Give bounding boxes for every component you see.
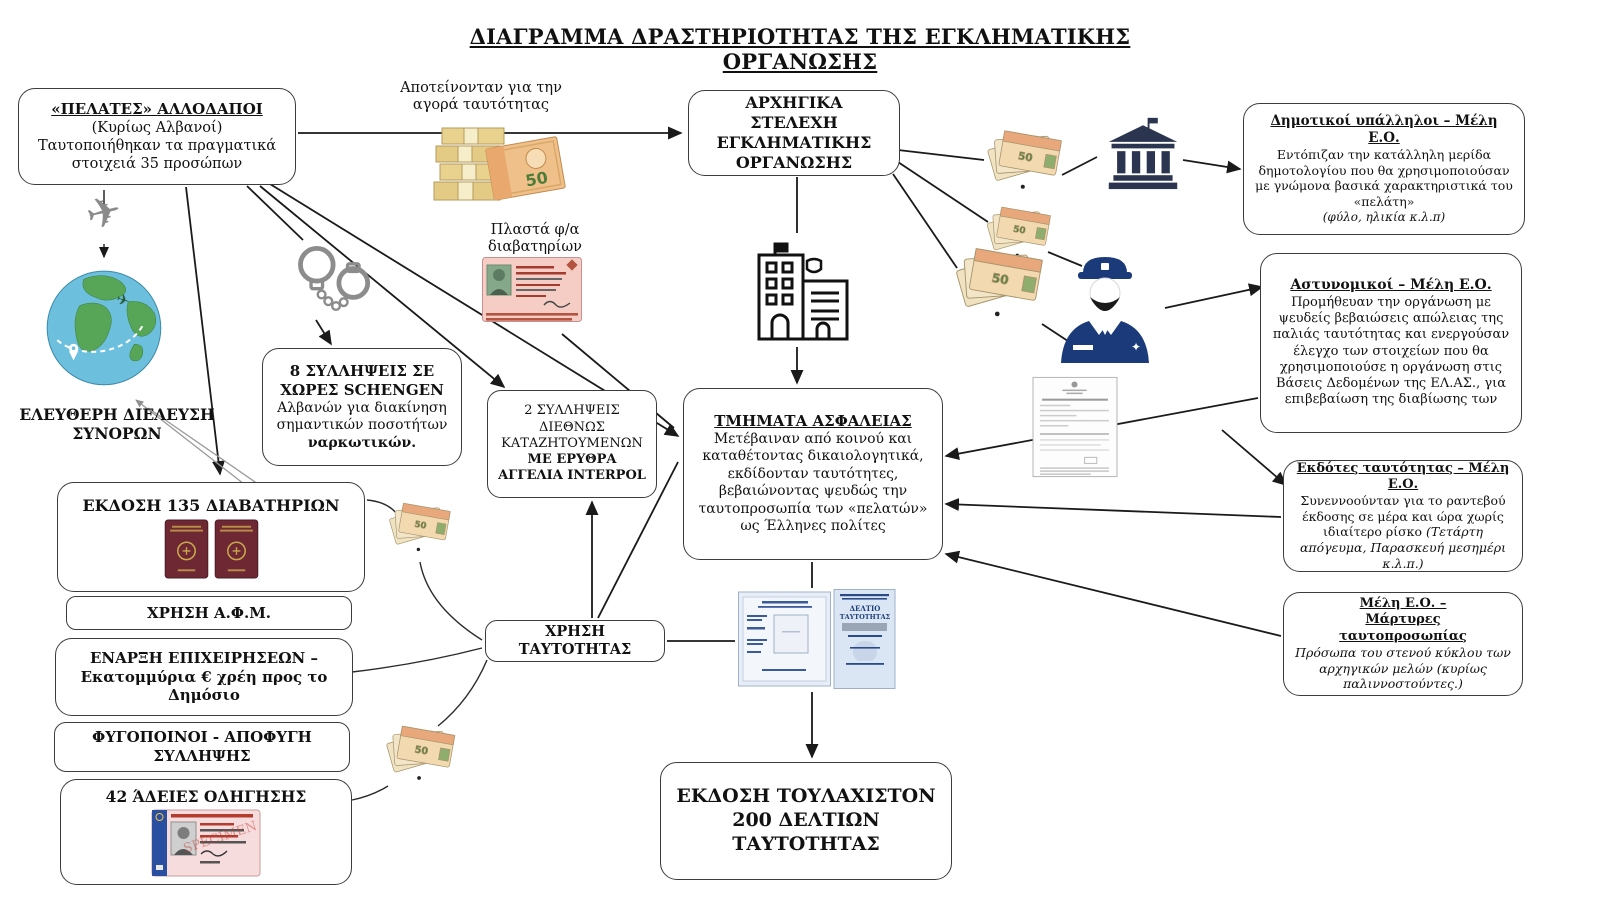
buy-identity-label: Αποτείνονταν για την αγορά ταυτότητας xyxy=(400,80,562,114)
schengen-text: Αλβανών για διακίνηση σημαντικών ποσοτήτ… xyxy=(273,400,451,453)
police-station-icon xyxy=(757,242,849,341)
clients-sub: (Κυρίως Αλβανοί) xyxy=(91,119,223,136)
police-body: Προμήθευαν την οργάνωση με ψευδείς βεβαι… xyxy=(1272,294,1510,408)
municipal-note: (φύλο, ηλικία κ.λ.π) xyxy=(1322,209,1446,224)
svg-text:ΤΑΥΤΟΤΗΤΑΣ: ΤΑΥΤΟΤΗΤΑΣ xyxy=(840,613,891,621)
municipal-body: Εντόπιζαν την κατάλληλη μερίδα δημοτολογ… xyxy=(1255,147,1513,209)
money-fan-icon: 50 xyxy=(956,248,1043,317)
money-stack-icon: 50 xyxy=(433,127,566,201)
id-issuers-box: Εκδότες ταυτότητας – Μέλη Ε.Ο. Συνεννοού… xyxy=(1283,460,1523,572)
schengen-bold: ναρκωτικών. xyxy=(307,434,417,451)
svg-text:50: 50 xyxy=(524,168,549,191)
money-fan-icon: 50 xyxy=(389,502,451,552)
svg-text:50: 50 xyxy=(991,271,1010,288)
issuers-text: Συνεννοούνταν για το ραντεβού έκδοσης σε… xyxy=(1294,493,1512,571)
witnesses-box: Μέλη Ε.Ο. – Μάρτυρες ταυτοπροσωπίας Πρόσ… xyxy=(1283,592,1523,696)
clients-box: «ΠΕΛΑΤΕΣ» ΑΛΛΟΔΑΠΟΙ (Κυρίως Αλβανοί) Ταυ… xyxy=(18,88,296,185)
schengen-arrests-box: 8 ΣΥΛΛΗΨΕΙΣ ΣΕ ΧΩΡΕΣ SCHENGEN Αλβανών γι… xyxy=(262,348,462,466)
bank-building-icon xyxy=(1108,117,1178,190)
document-form-icon xyxy=(1032,376,1118,478)
municipal-employees-box: Δημοτικοί υπάλληλοι – Μέλη Ε.Ο. Εντόπιζα… xyxy=(1243,103,1525,235)
interpol-bold: ΜΕ ΕΡΥΘΡΑ ΑΓΓΕΛΙΑ INTERPOL xyxy=(498,452,646,484)
passport-icon xyxy=(214,518,258,579)
svg-text:ΔΕΛΤΙΟ: ΔΕΛΤΙΟ xyxy=(850,604,881,613)
svg-text:50: 50 xyxy=(414,744,429,757)
svg-text:50: 50 xyxy=(414,520,428,532)
fake-copies-label: Πλαστά φ/α διαβατηρίων xyxy=(488,222,582,256)
driving-license-icon: SPECIMEN xyxy=(151,809,261,877)
svg-text:✦: ✦ xyxy=(1131,340,1141,354)
municipal-title: Δημοτικοί υπάλληλοι – Μέλη Ε.Ο. xyxy=(1270,113,1498,147)
security-title: ΤΜΗΜΑΤΑ ΑΣΦΑΛΕΙΑΣ xyxy=(714,412,912,431)
svg-text:50: 50 xyxy=(1017,150,1033,164)
free-border-crossing-label: ΕΛΕΥΘΕΡΗ ΔΙΕΛΕΥΣΗ ΣΥΝΟΡΩΝ xyxy=(19,405,215,443)
fugitives-box: ΦΥΓΟΠΟΙΝΟΙ - ΑΠΟΦΥΓΗ ΣΥΛΛΗΨΗΣ xyxy=(54,722,350,772)
clients-body: Ταυτοποιήθηκαν τα πραγματικά στοιχειά 35… xyxy=(37,137,277,172)
police-members-box: Αστυνομικοί – Μέλη Ε.Ο. Προμήθευαν την ο… xyxy=(1260,253,1522,433)
witnesses-title: Μέλη Ε.Ο. – Μάρτυρες ταυτοπροσωπίας xyxy=(1339,596,1467,644)
page-title: ΔΙΑΓΡΑΜΜΑ ΔΡΑΣΤΗΡΙΟΤΗΤΑΣ ΤΗΣ ΕΓΚΛΗΜΑΤΙΚΗ… xyxy=(469,24,1131,74)
id-use-box: ΧΡΗΣΗ ΤΑΥΤΟΤΗΤΑΣ xyxy=(485,620,665,662)
licenses-title: 42 ΆΔΕΙΕΣ ΟΔΗΓΗΣΗΣ xyxy=(105,787,307,807)
interpol-body: 2 ΣΥΛΛΗΨΕΙΣ ΔΙΕΘΝΩΣ ΚΑΤΑΖΗΤΟΥΜΕΝΩΝ xyxy=(501,403,643,451)
blue-id-card-icon: ΔΕΛΤΙΟ ΤΑΥΤΟΤΗΤΑΣ xyxy=(738,589,896,689)
issuers-note: (Τετάρτη απόγευμα, Παρασκευή μεσημέρι κ.… xyxy=(1299,524,1507,571)
issuers-body: Συνεννοούνταν για το ραντεβού έκδοσης σε… xyxy=(1300,493,1506,540)
afm-box: ΧΡΗΣΗ Α.Φ.Μ. xyxy=(66,596,352,630)
security-body: Μετέβαιναν από κοινού και καταθέτοντας δ… xyxy=(698,430,928,535)
money-fan-icon: 50 xyxy=(987,130,1062,189)
svg-text:✈: ✈ xyxy=(114,290,132,311)
interpol-text: 2 ΣΥΛΛΗΨΕΙΣ ΔΙΕΘΝΩΣ ΚΑΤΑΖΗΤΟΥΜΕΝΩΝ ΜΕ ΕΡ… xyxy=(498,403,646,484)
money-fan-icon: 50 xyxy=(386,725,456,780)
issuers-title: Εκδότες ταυτότητας – Μέλη Ε.Ο. xyxy=(1296,460,1510,492)
driving-licenses-box: 42 ΆΔΕΙΕΣ ΟΔΗΓΗΣΗΣ SPECIMEN xyxy=(60,779,352,885)
passport-icon xyxy=(164,518,208,579)
interpol-arrests-box: 2 ΣΥΛΛΗΨΕΙΣ ΔΙΕΘΝΩΣ ΚΑΤΑΖΗΤΟΥΜΕΝΩΝ ΜΕ ΕΡ… xyxy=(487,390,657,498)
schengen-body: Αλβανών για διακίνηση σημαντικών ποσοτήτ… xyxy=(276,399,448,434)
globe-icon: ✈ xyxy=(46,270,162,386)
passports-title: ΕΚΔΟΣΗ 135 ΔΙΑΒΑΤΗΡΙΩΝ xyxy=(82,495,340,515)
security-departments-box: ΤΜΗΜΑΤΑ ΑΣΦΑΛΕΙΑΣ Μετέβαιναν από κοινού … xyxy=(683,388,943,560)
leaders-box: ΑΡΧΗΓΙΚΑ ΣΤΕΛΕΧΗ ΕΓΚΛΗΜΑΤΙΚΗΣ ΟΡΓΑΝΩΣΗΣ xyxy=(688,90,900,176)
passports-box: ΕΚΔΟΣΗ 135 ΔΙΑΒΑΤΗΡΙΩΝ xyxy=(57,482,365,592)
business-debt-box: ΕΝΑΡΞΗ ΕΠΙΧΕΙΡΗΣΕΩΝ – Εκατομμύρια € χρέη… xyxy=(55,638,353,716)
police-title: Αστυνομικοί – Μέλη Ε.Ο. xyxy=(1290,277,1492,294)
schengen-title: 8 ΣΥΛΛΗΨΕΙΣ ΣΕ ΧΩΡΕΣ SCHENGEN xyxy=(280,362,444,399)
passports-image xyxy=(164,518,259,579)
id-cards-issued-box: ΕΚΔΟΣΗ ΤΟΥΛΑΧΙΣΤΟΝ 200 ΔΕΛΤΙΩΝ ΤΑΥΤΟΤΗΤΑ… xyxy=(660,762,952,880)
clients-title: «ΠΕΛΑΤΕΣ» ΑΛΛΟΔΑΠΟΙ xyxy=(51,99,263,118)
police-officer-icon: ✦ xyxy=(1061,257,1149,363)
handcuffs-icon xyxy=(298,246,371,312)
witnesses-body: Πρόσωπα του στενού κύκλου των αρχηγικών … xyxy=(1295,644,1511,692)
fake-passport-copy-icon xyxy=(482,257,582,322)
svg-text:50: 50 xyxy=(1012,225,1026,237)
